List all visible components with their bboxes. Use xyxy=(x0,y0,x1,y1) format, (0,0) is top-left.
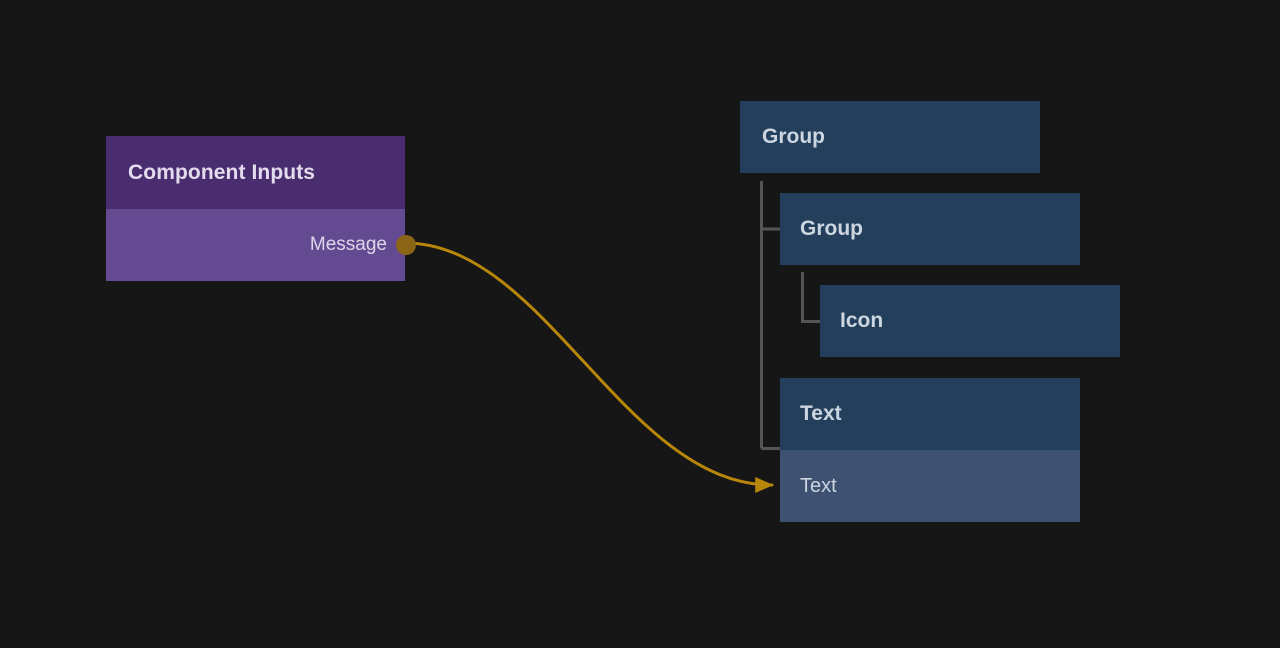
tree-node-label: Text xyxy=(800,402,842,425)
component-inputs-title: Component Inputs xyxy=(128,160,316,184)
component-inputs-body[interactable]: Message xyxy=(106,209,416,281)
tree-node-group-root[interactable]: Group xyxy=(740,101,1040,173)
connection-edge[interactable] xyxy=(403,241,774,493)
output-port-dot[interactable] xyxy=(396,235,416,255)
port-label-message: Message xyxy=(309,234,387,255)
tree-node-text-bottom-selected[interactable]: Text xyxy=(780,450,1080,522)
tree-node-group-child[interactable]: Group xyxy=(780,193,1080,265)
component-inputs-header: Component Inputs xyxy=(106,136,405,209)
tree-node-icon[interactable]: Icon xyxy=(820,285,1120,357)
tree-node-label: Text xyxy=(800,474,837,497)
tree-branch-icon xyxy=(801,272,821,323)
tree-node-label: Group xyxy=(800,217,863,240)
tree-node-text-top[interactable]: Text xyxy=(780,378,1080,450)
tree-node-label: Icon xyxy=(840,309,884,332)
component-inputs-node[interactable]: Component Inputs Message xyxy=(106,136,416,281)
tree-node-label: Group xyxy=(762,125,825,148)
